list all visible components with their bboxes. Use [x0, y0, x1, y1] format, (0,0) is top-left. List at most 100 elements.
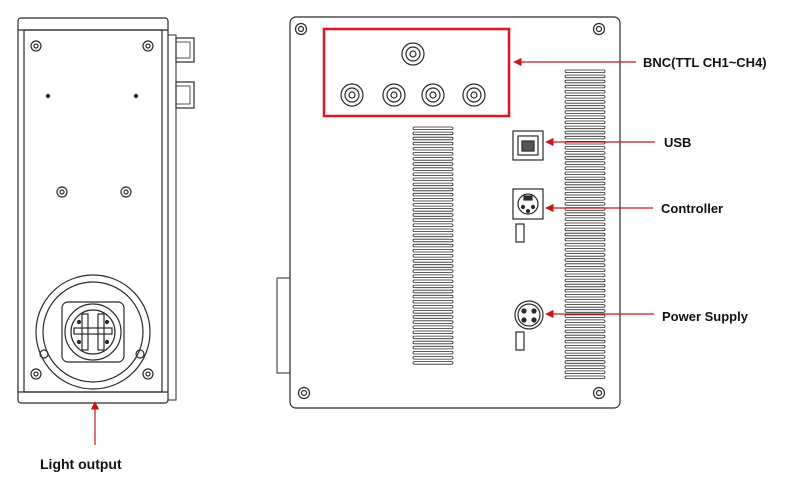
mini-din-port-icon	[512, 188, 544, 243]
vent-slot	[564, 329, 606, 334]
vent-slot	[412, 294, 454, 299]
vent-slot	[564, 95, 606, 99]
light-guide-coupler-icon	[35, 274, 151, 390]
vent-slot	[412, 361, 454, 365]
side-view	[17, 17, 195, 404]
vent-slot	[412, 213, 454, 217]
vent-slot	[564, 334, 606, 339]
vent-slot	[412, 182, 454, 187]
vent-slot	[564, 293, 606, 298]
vent-slot	[564, 135, 606, 140]
vent-slot	[564, 105, 606, 109]
vent-slot	[564, 166, 606, 170]
vent-slot	[564, 273, 606, 277]
usb-b-port-icon	[512, 130, 544, 161]
vent-slot	[412, 259, 454, 263]
vent-slot	[564, 324, 606, 328]
vent-slot	[412, 299, 454, 304]
vent-slot	[564, 110, 606, 114]
vent-slot	[412, 197, 454, 202]
light-output-label: Light output	[40, 456, 122, 472]
vent-slot	[564, 186, 606, 191]
power-port-icon	[514, 300, 544, 351]
vent-slot	[412, 284, 454, 289]
vent-slot	[564, 299, 606, 303]
vent-slot	[564, 263, 606, 267]
vent-slot	[412, 356, 454, 360]
vent-slot	[564, 161, 606, 165]
vent-slot	[412, 172, 454, 176]
vent-slot	[412, 223, 454, 227]
vent-slot	[412, 335, 454, 340]
side-connector-top	[175, 37, 195, 63]
vent-slots-right	[564, 69, 606, 379]
vent-slot	[564, 74, 606, 79]
vent-slot	[412, 274, 454, 278]
vent-slot	[564, 176, 606, 181]
vent-slot	[564, 355, 606, 359]
vent-slot	[564, 253, 606, 257]
vent-slot	[564, 120, 606, 124]
vent-slot	[412, 157, 454, 161]
back-panel	[276, 16, 621, 409]
vent-slot	[564, 84, 606, 89]
vent-slot	[412, 315, 454, 319]
vent-slot	[564, 258, 606, 262]
vent-slot	[412, 248, 454, 253]
vent-slot	[564, 242, 606, 247]
vent-slot	[412, 269, 454, 273]
vent-slot	[564, 100, 606, 104]
vent-slot	[564, 151, 606, 155]
vent-slot	[564, 314, 606, 318]
vent-slot	[412, 146, 454, 151]
vent-slot	[412, 167, 454, 171]
vent-slot	[412, 264, 454, 268]
vent-slot	[412, 141, 454, 146]
screw-icon	[294, 22, 606, 400]
vent-slot	[412, 289, 454, 294]
controller-label: Controller	[661, 201, 724, 216]
vent-slot	[564, 79, 606, 84]
vent-slot	[564, 197, 606, 201]
vent-slot	[412, 152, 454, 156]
vent-slot	[412, 208, 454, 212]
vent-slot	[412, 320, 454, 324]
side-inner-panel	[23, 29, 163, 393]
vent-slot	[564, 202, 606, 206]
vent-slot	[564, 283, 606, 288]
vent-slot	[412, 233, 454, 238]
vent-slot	[564, 232, 606, 237]
screw-icon	[30, 40, 154, 380]
vent-slot	[412, 177, 454, 181]
vent-slot	[564, 237, 606, 242]
vent-slot	[412, 126, 454, 130]
vent-slot	[564, 339, 606, 344]
vent-slot	[564, 365, 606, 369]
vent-slot	[564, 146, 606, 150]
vent-slot	[412, 305, 454, 309]
bnc-label: BNC(TTL CH1~CH4)	[643, 55, 767, 70]
vent-slot	[564, 288, 606, 293]
vent-slot	[564, 130, 606, 135]
vent-slot	[412, 218, 454, 222]
vent-slot	[412, 325, 454, 329]
vent-slot	[412, 238, 454, 243]
vent-slot	[564, 90, 606, 94]
vent-slot	[564, 350, 606, 354]
vent-slot	[412, 279, 454, 283]
vent-slot	[564, 69, 606, 73]
vent-slot	[564, 248, 606, 252]
vent-slot	[564, 227, 606, 232]
vent-slot	[564, 304, 606, 308]
vent-slot	[412, 136, 454, 141]
vent-slot	[564, 212, 606, 216]
vent-slot	[564, 375, 606, 379]
vent-slot	[412, 340, 454, 345]
vent-slot	[564, 370, 606, 374]
vent-slot	[412, 345, 454, 350]
vent-slot	[412, 162, 454, 166]
vent-slot	[412, 131, 454, 136]
bnc-highlight-box	[322, 27, 511, 118]
vent-slot	[564, 156, 606, 160]
